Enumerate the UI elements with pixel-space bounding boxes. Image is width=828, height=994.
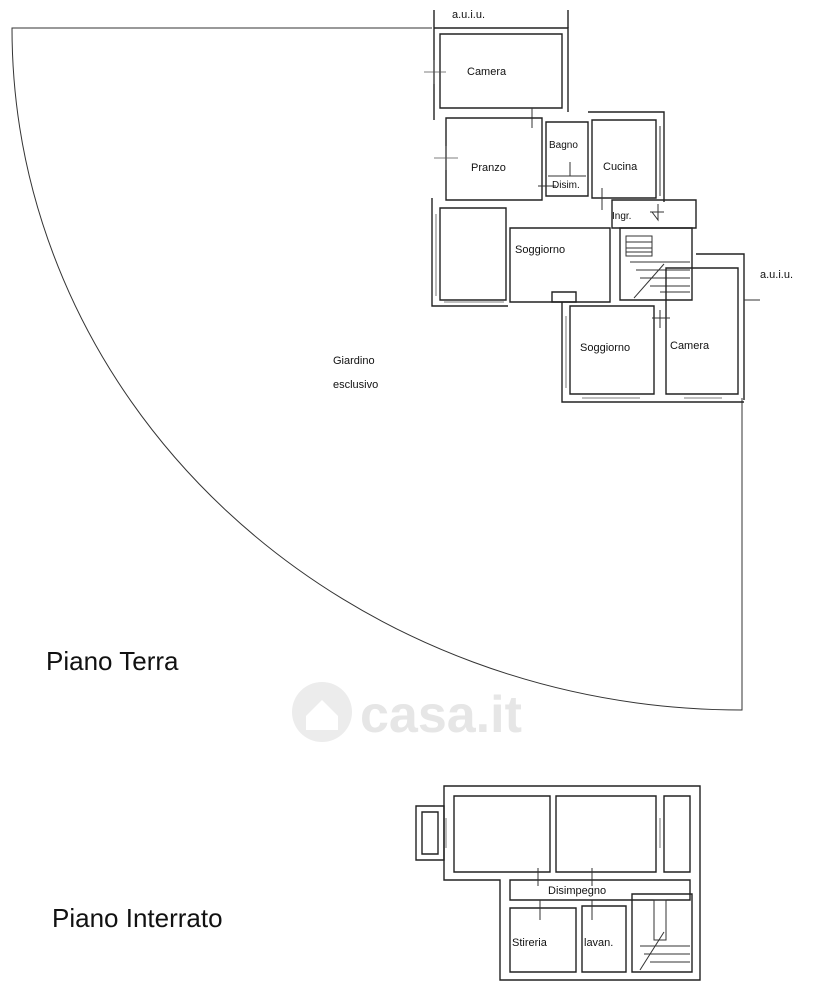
ground-floor-title: Piano Terra (46, 646, 179, 676)
ground-floor-plan (424, 10, 760, 403)
basement-floor-title: Piano Interrato (52, 903, 223, 933)
auiu-top-label: a.u.i.u. (452, 9, 485, 21)
basement-floor-plan (415, 785, 701, 981)
room-soggiorno-lower-label: Soggiorno (580, 342, 630, 354)
room-pranzo-label: Pranzo (471, 162, 506, 174)
watermark: casa.it (292, 682, 522, 744)
garden-label-line1: Giardino (333, 355, 375, 367)
room-camera-lower-label: Camera (670, 340, 710, 352)
room-disimpegno-label: Disimpegno (548, 885, 606, 897)
garden-boundary (11, 27, 743, 711)
room-stireria-label: Stireria (512, 937, 548, 949)
auiu-right-label: a.u.i.u. (760, 269, 793, 281)
room-lavan-label: lavan. (584, 937, 613, 949)
room-ingr-label: Ingr. (612, 211, 631, 222)
room-bagno-label: Bagno (549, 140, 578, 151)
room-disim-label: Disim. (552, 180, 580, 191)
watermark-text: casa.it (360, 686, 522, 744)
garden-label-line2: esclusivo (333, 379, 378, 391)
room-soggiorno-main-label: Soggiorno (515, 244, 565, 256)
room-cucina-label: Cucina (603, 161, 638, 173)
room-camera-top-label: Camera (467, 66, 507, 78)
